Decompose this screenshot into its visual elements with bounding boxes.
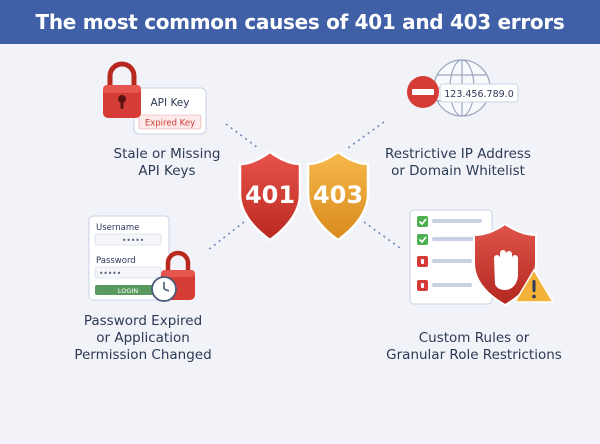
password-caption-line3: Permission Changed	[74, 347, 211, 363]
custom-rules-caption-line1: Custom Rules or	[419, 330, 530, 346]
no-entry-icon	[407, 76, 439, 108]
shield-403-badge: 403	[306, 150, 370, 242]
ip-whitelist-illustration: 123.456.789.0	[407, 59, 519, 117]
padlock-icon	[103, 61, 141, 118]
infographic: The most common causes of 401 and 403 er…	[0, 0, 600, 363]
ip-caption-line1: Restrictive IP Address	[385, 146, 531, 162]
shield-401-badge: 401	[238, 150, 302, 242]
password-label: Password	[96, 256, 136, 266]
connector-password	[207, 221, 245, 251]
clock-icon	[151, 276, 177, 302]
diagram-canvas: API Key Expired Key Stale or Missing API…	[74, 59, 562, 363]
password-field	[94, 266, 162, 279]
stop-hand-shield-icon	[473, 222, 537, 307]
connector-api-keys	[225, 123, 259, 149]
custom-rules-caption-line2: Granular Role Restrictions	[386, 347, 562, 363]
login-button-label: LOGIN	[118, 287, 138, 295]
password-caption: Password Expired or Application Permissi…	[74, 313, 211, 363]
custom-rules-caption: Custom Rules or Granular Role Restrictio…	[386, 330, 562, 363]
connector-lines	[207, 121, 401, 251]
page-title: The most common causes of 401 and 403 er…	[35, 10, 565, 34]
expired-key-label: Expired Key	[145, 119, 195, 129]
title-banner: The most common causes of 401 and 403 er…	[0, 0, 600, 44]
password-caption-line1: Password Expired	[84, 313, 202, 329]
restricted-icon	[417, 256, 428, 267]
api-key-caption-line2: API Keys	[138, 163, 195, 179]
connector-custom-rules	[363, 221, 401, 249]
ip-address-text: 123.456.789.0	[444, 89, 514, 100]
login-form-illustration: Username ••••• Password ••••• LOGIN	[88, 215, 195, 302]
check-icon	[417, 234, 428, 245]
warning-icon	[513, 268, 555, 303]
username-label: Username	[96, 223, 139, 233]
custom-rules-illustration	[409, 209, 555, 307]
api-key-illustration: API Key Expired Key	[103, 61, 207, 135]
api-key-caption-line1: Stale or Missing	[114, 146, 221, 162]
password-dots: •••••	[99, 269, 121, 278]
ip-whitelist-caption: Restrictive IP Address or Domain Whiteli…	[385, 146, 531, 179]
ip-caption-line2: or Domain Whitelist	[391, 163, 525, 179]
badge-401-label: 401	[245, 181, 295, 209]
badge-403-label: 403	[313, 181, 363, 209]
api-key-caption: Stale or Missing API Keys	[114, 146, 221, 179]
password-caption-line2: or Application	[96, 330, 190, 346]
expired-key-tag	[138, 114, 202, 130]
username-dots: •••••	[122, 236, 144, 245]
login-button	[95, 285, 161, 295]
ip-address-field	[439, 83, 519, 103]
username-field	[94, 233, 162, 246]
api-key-card-title: API Key	[151, 97, 190, 109]
connector-ip-whitelist	[347, 121, 385, 149]
check-icon	[417, 216, 428, 227]
restricted-icon	[417, 280, 428, 291]
